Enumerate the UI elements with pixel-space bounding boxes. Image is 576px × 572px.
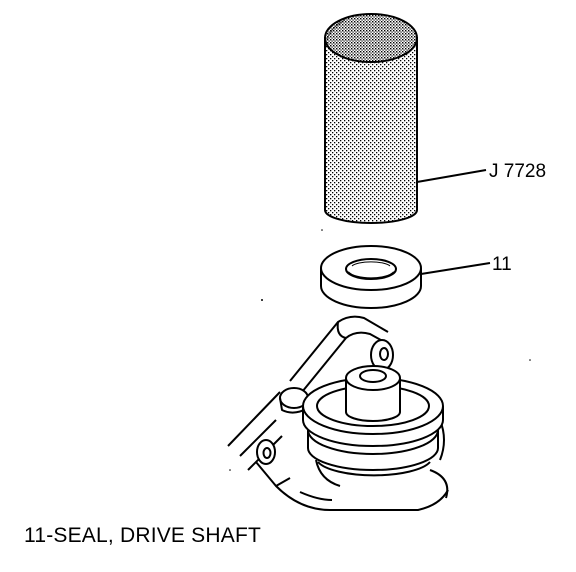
drive-pulley bbox=[302, 365, 444, 487]
label-j7728: J 7728 bbox=[489, 161, 546, 182]
leader-line-tool bbox=[416, 169, 487, 183]
figure-caption: 11-SEAL, DRIVE SHAFT bbox=[24, 524, 262, 547]
pump-housing bbox=[227, 315, 449, 511]
drive-shaft-seal bbox=[320, 245, 422, 309]
label-seal-number: 11 bbox=[492, 254, 512, 275]
print-specks bbox=[229, 229, 531, 471]
leader-line-seal bbox=[420, 262, 491, 275]
installer-tool-j7728 bbox=[324, 13, 418, 224]
